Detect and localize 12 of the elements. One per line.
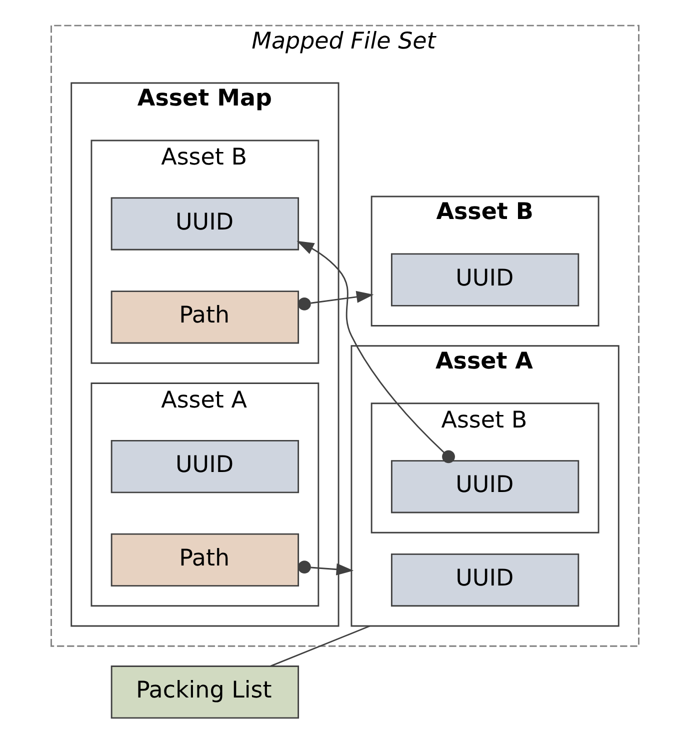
- arrow: [297, 560, 354, 576]
- node-box: UUID: [110, 440, 299, 494]
- arrow: [296, 240, 454, 464]
- node-box: UUID: [110, 197, 299, 250]
- node-box: UUID: [390, 253, 579, 306]
- connector: [270, 625, 370, 667]
- arrow: [297, 290, 374, 310]
- node-box: UUID: [390, 460, 579, 514]
- node-box: Packing List: [110, 666, 299, 719]
- node-box: UUID: [390, 553, 579, 607]
- node-box: Path: [110, 533, 299, 586]
- node-box: Path: [110, 290, 299, 344]
